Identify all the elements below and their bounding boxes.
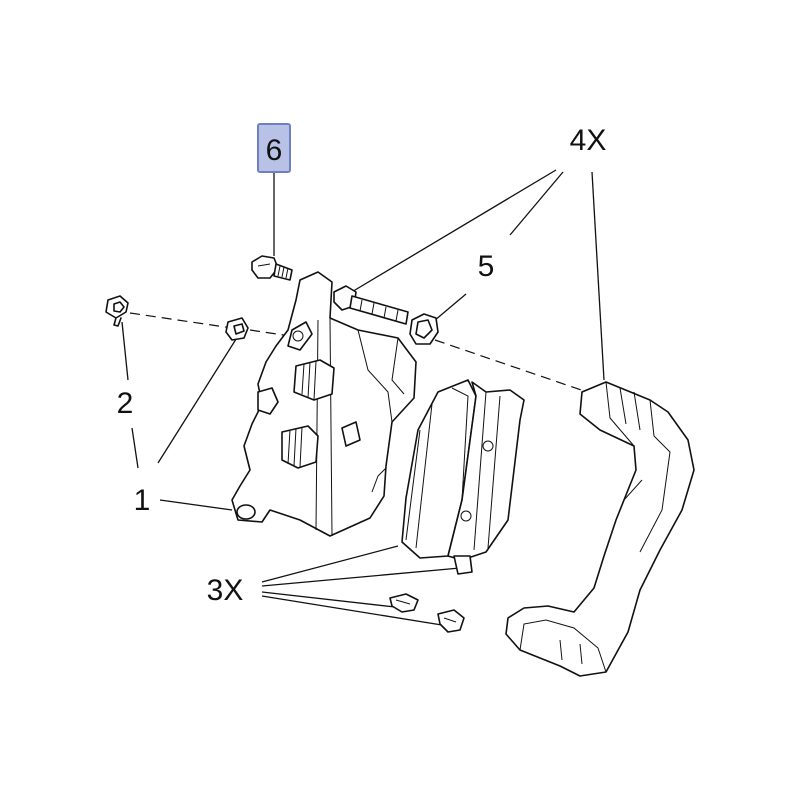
callout-1-label[interactable]: 1 bbox=[134, 484, 151, 517]
callout-5-label[interactable]: 5 bbox=[478, 250, 495, 283]
callout-3x-label[interactable]: 3X bbox=[207, 574, 244, 607]
leader-lines-3x bbox=[261, 545, 461, 627]
callout-4x-label[interactable]: 4X bbox=[570, 124, 607, 157]
caliper-housing-part bbox=[231, 271, 417, 537]
callout-2-label[interactable]: 2 bbox=[117, 387, 134, 420]
brake-pad-inner-part bbox=[401, 379, 477, 559]
bolt-part bbox=[251, 255, 293, 281]
pad-clip-part-1 bbox=[389, 593, 419, 613]
leader-lines-4x bbox=[344, 169, 605, 381]
bleeder-cap-part bbox=[105, 295, 129, 327]
callout-6-highlight bbox=[257, 123, 291, 173]
guide-pin-part bbox=[333, 285, 409, 325]
leader-lines-2 bbox=[121, 321, 139, 469]
caliper-bracket-part bbox=[505, 381, 695, 677]
boot-part bbox=[409, 313, 439, 345]
brake-pad-outer-part bbox=[447, 381, 525, 575]
bleeder-screw-part bbox=[225, 317, 249, 341]
callout-6[interactable]: 6 bbox=[257, 123, 291, 173]
pad-clip-part-2 bbox=[437, 609, 465, 633]
leader-lines-1 bbox=[157, 335, 239, 511]
callout-6-label: 6 bbox=[266, 134, 283, 167]
